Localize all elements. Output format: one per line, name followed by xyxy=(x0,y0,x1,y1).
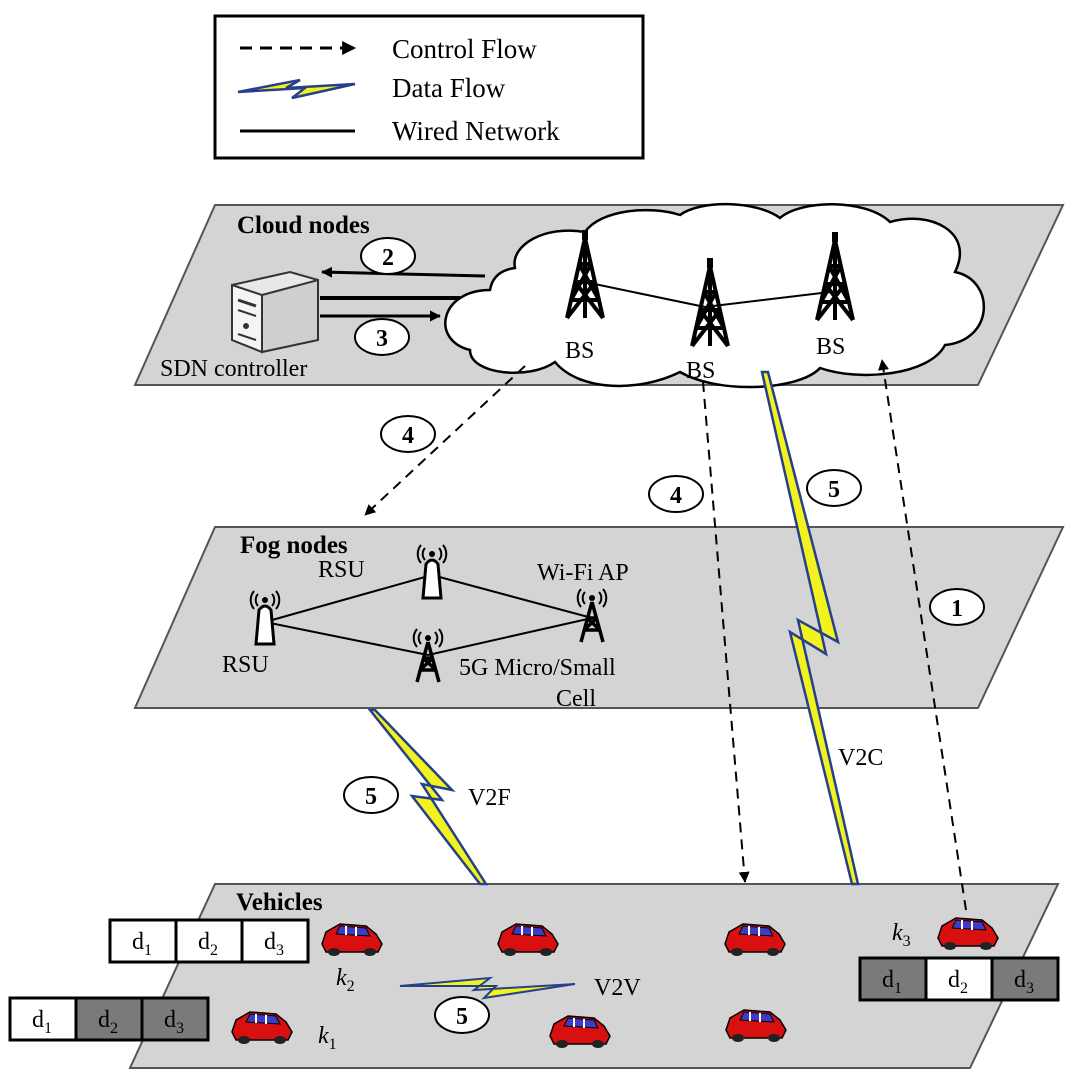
data-block-label: d2 xyxy=(948,967,968,997)
sdn-controller-label: SDN controller xyxy=(160,356,307,382)
vehicle-layer-title: Vehicles xyxy=(236,889,323,916)
data-block-label: d2 xyxy=(98,1007,118,1037)
step-3-badge: 3 xyxy=(354,318,410,356)
step-5-badge: 5 xyxy=(806,469,862,507)
legend: Control Flow Data Flow Wired Network xyxy=(213,14,645,160)
rsu-label: RSU xyxy=(222,652,269,678)
data-block-cell xyxy=(140,996,210,1042)
bs-link-2 xyxy=(704,291,831,308)
fog-link xyxy=(427,617,593,656)
step-5-badge: 5 xyxy=(434,996,490,1034)
legend-lightning-icon xyxy=(237,78,356,100)
rsu-label: RSU xyxy=(318,557,365,583)
data-block-group-k2: d1 d2 d3 xyxy=(108,918,310,964)
v2v-lightning-icon xyxy=(399,976,576,1000)
step-number: 4 xyxy=(402,423,414,449)
step-4-control-arrow xyxy=(364,365,526,516)
step-number: 2 xyxy=(382,245,394,271)
legend-control-flow-label: Control Flow xyxy=(392,34,537,64)
bs-label: BS xyxy=(565,338,594,364)
data-block-label: d3 xyxy=(164,1007,184,1037)
bs-link-1 xyxy=(584,281,706,308)
data-block-label: d1 xyxy=(132,929,152,959)
fog-link xyxy=(264,621,429,656)
fog-layer: Fog nodes RSU RSU Wi-Fi AP 5G Micro/Smal… xyxy=(133,526,1065,712)
v2f-lightning-icon xyxy=(367,708,489,886)
data-block-label: d3 xyxy=(1014,967,1034,997)
v2c-label: V2C xyxy=(838,745,883,771)
vehicle-k1-label: k1 xyxy=(318,1023,337,1053)
data-block-cell xyxy=(990,956,1060,1002)
bs-label: BS xyxy=(816,334,845,360)
step-5-badge: 5 xyxy=(343,776,399,814)
v2v-label: V2V xyxy=(594,975,641,1001)
cloud-layer-title: Cloud nodes xyxy=(237,212,370,239)
step-4-badge: 4 xyxy=(648,475,704,513)
step-1-control-arrow xyxy=(878,359,967,911)
data-block-group-k3: d1 d2 d3 xyxy=(858,956,1060,1002)
step-number: 3 xyxy=(376,326,388,352)
step-2-arrow xyxy=(321,266,486,278)
small-cell-label: 5G Micro/Small xyxy=(459,655,616,681)
vehicle-k3-label: k3 xyxy=(892,920,911,950)
step-2-badge: 2 xyxy=(360,237,416,275)
step-number: 5 xyxy=(828,477,840,503)
data-block-label: d3 xyxy=(264,929,284,959)
fog-plane xyxy=(133,526,1065,709)
legend-data-flow-label: Data Flow xyxy=(392,73,506,103)
fog-link xyxy=(264,574,433,623)
fog-layer-title: Fog nodes xyxy=(240,532,348,559)
data-block-cell xyxy=(240,918,310,964)
v2c-lightning-icon xyxy=(760,370,860,886)
step-4-badge: 4 xyxy=(380,415,436,453)
bs-label: BS xyxy=(686,358,715,384)
data-block-label: d2 xyxy=(198,929,218,959)
step-1-badge: 1 xyxy=(929,588,985,626)
legend-wired-label: Wired Network xyxy=(392,116,560,146)
vehicle-k2-label: k2 xyxy=(336,965,355,995)
server-icon xyxy=(231,270,319,354)
data-block-label: d1 xyxy=(32,1007,52,1037)
fog-link xyxy=(431,574,593,619)
data-block-group-k1: d1 d2 d3 xyxy=(8,996,210,1042)
data-block-label: d1 xyxy=(882,967,902,997)
step-number: 1 xyxy=(951,596,963,622)
v2f-label: V2F xyxy=(468,785,511,811)
data-block-cell xyxy=(108,918,178,964)
wifi-ap-label: Wi-Fi AP xyxy=(537,560,629,586)
vehicle-layer: Vehicles k2 k1 k3 V2V 5 xyxy=(128,883,1060,1069)
step-number: 4 xyxy=(670,483,682,509)
small-cell-label: Cell xyxy=(556,686,596,712)
step-number: 5 xyxy=(365,784,377,810)
step-number: 5 xyxy=(456,1004,468,1030)
cloud-layer: Cloud nodes BS BS BS SDN controller xyxy=(133,202,1065,389)
